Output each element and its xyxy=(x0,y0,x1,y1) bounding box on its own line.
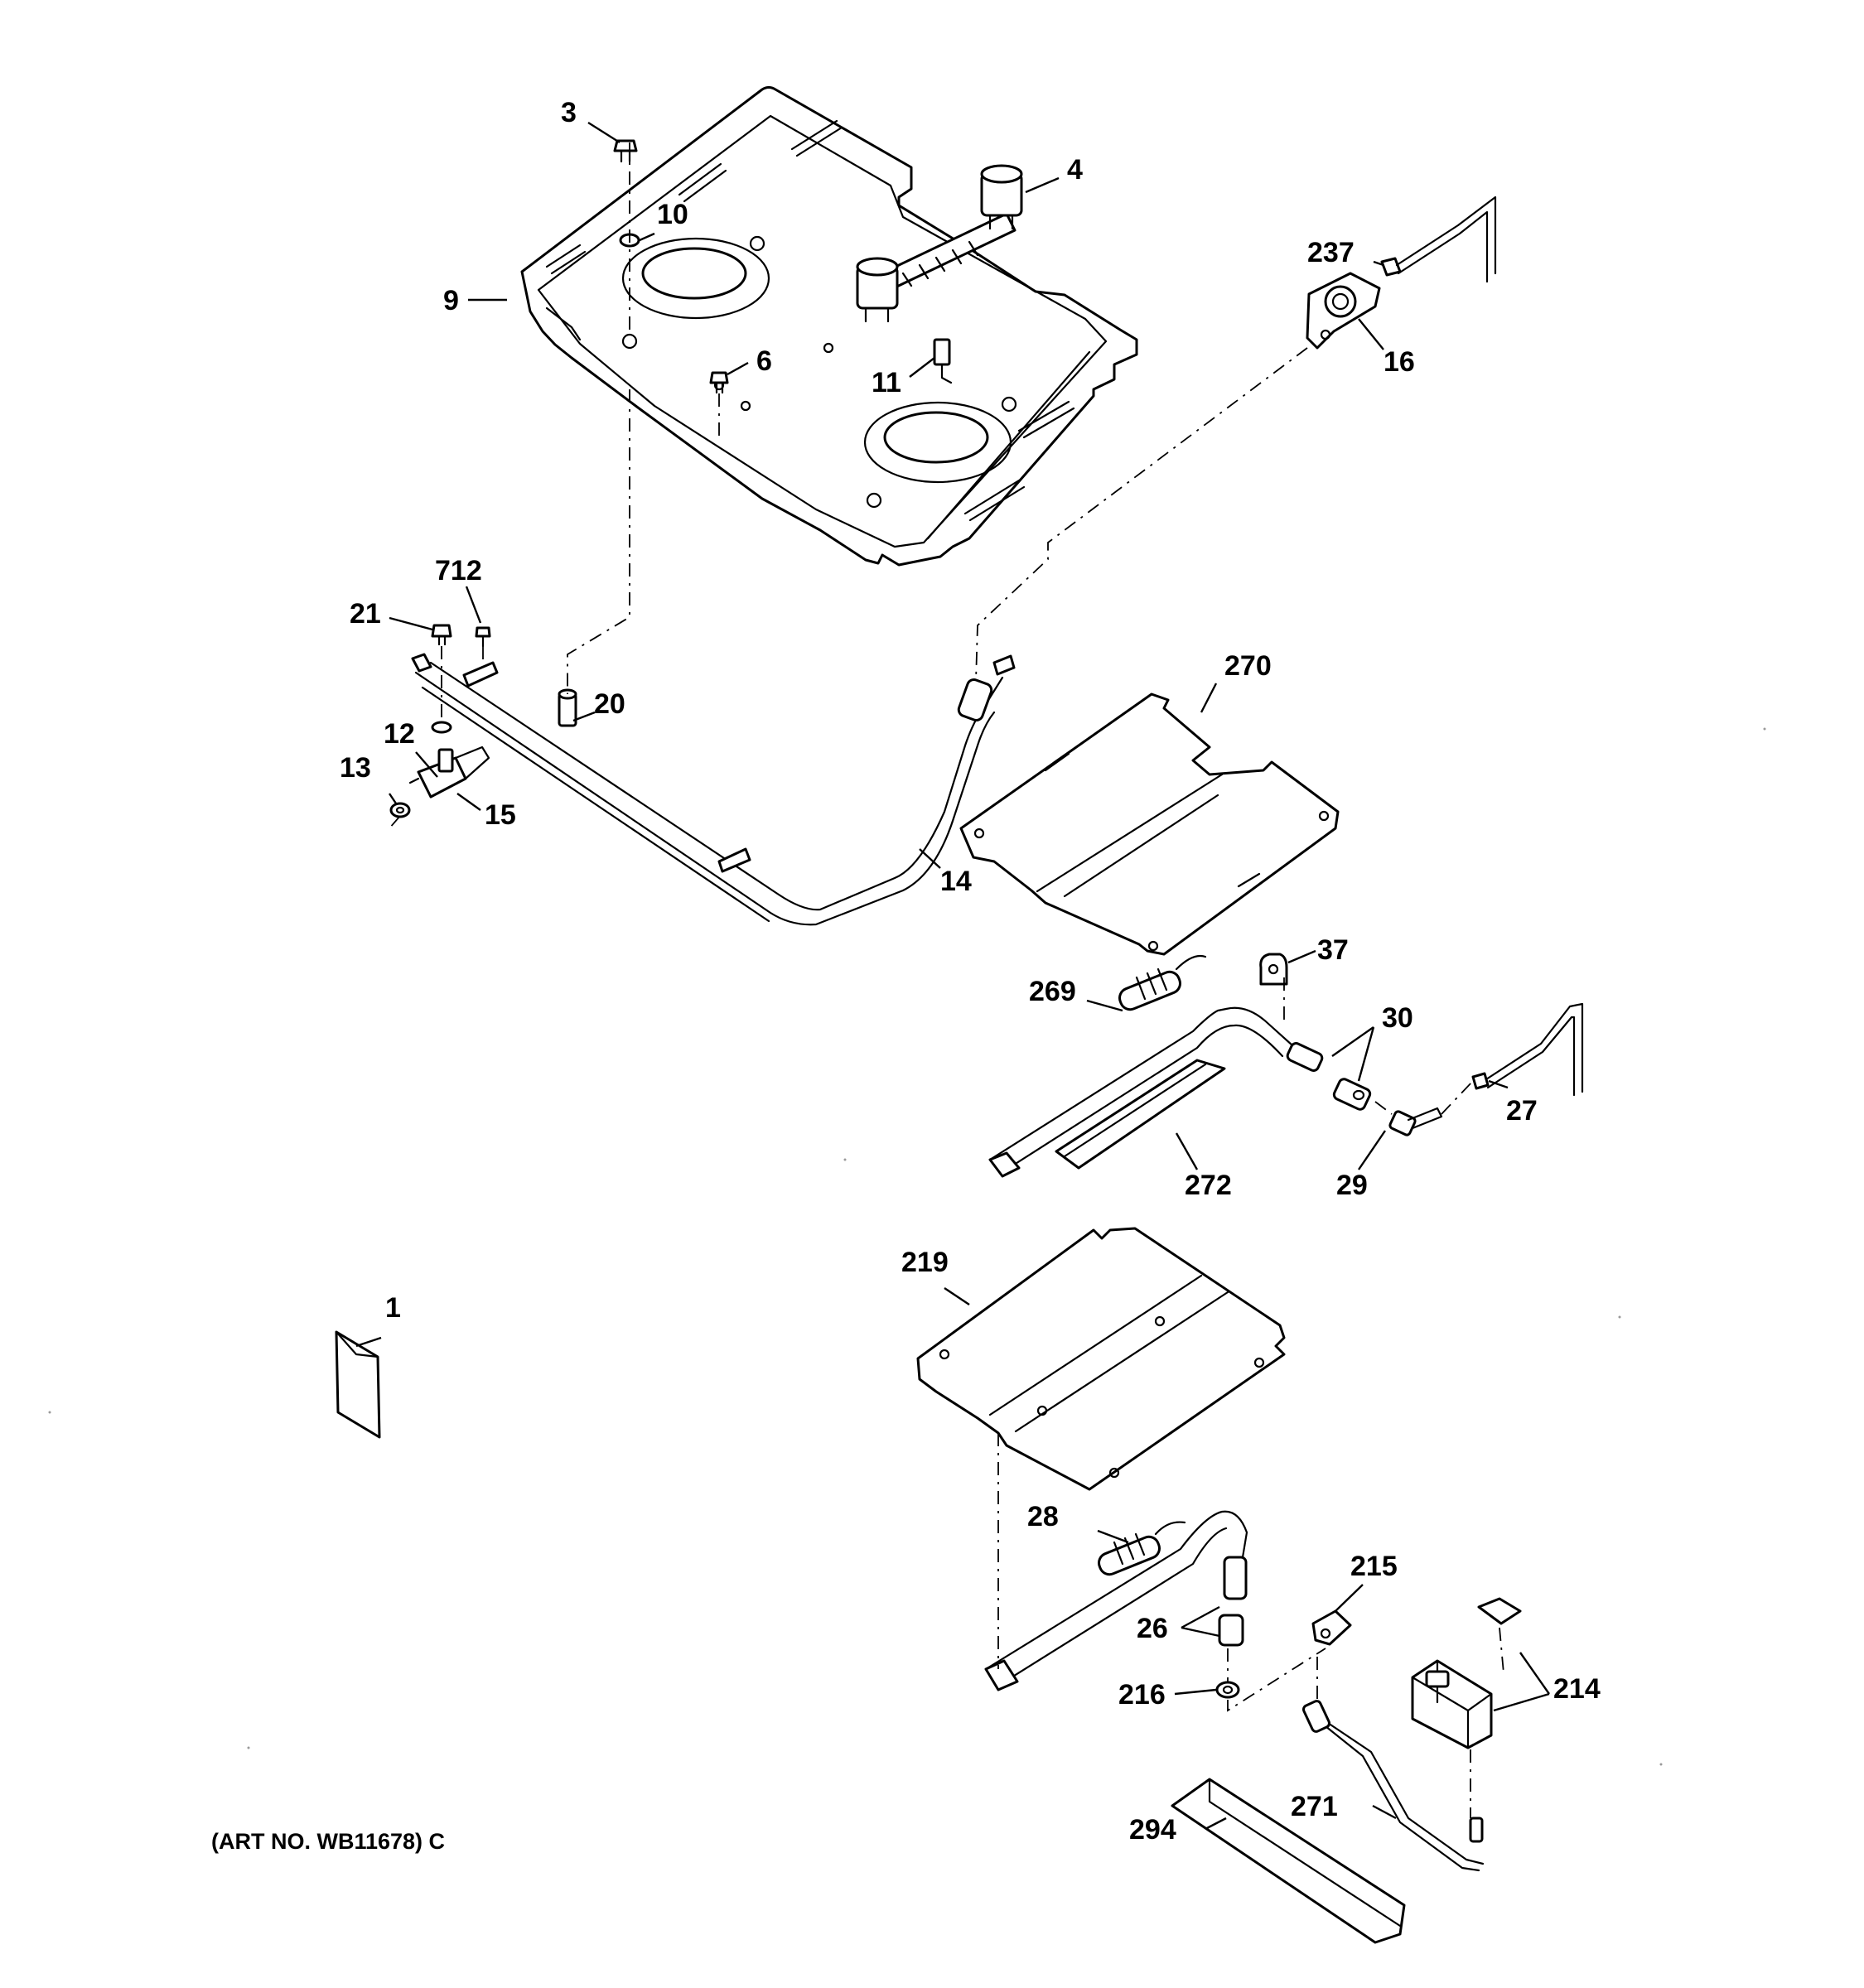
valve-part-15 xyxy=(408,746,490,799)
leader-lines xyxy=(355,121,1550,1831)
shield-part-219 xyxy=(916,1227,1286,1491)
callout-16: 16 xyxy=(1384,346,1415,378)
bracket-part-215 xyxy=(1311,1609,1352,1646)
air-shutter-part-30 xyxy=(1332,1078,1372,1111)
bake-burner xyxy=(988,1006,1324,1178)
manifold-clip xyxy=(462,661,499,688)
callout-6: 6 xyxy=(756,345,772,377)
callout-15: 15 xyxy=(485,799,516,831)
tube-part-271 xyxy=(1301,1700,1485,1872)
callout-37: 37 xyxy=(1317,934,1349,966)
callout-219: 219 xyxy=(901,1247,949,1278)
manifold-pipe-part-14 xyxy=(411,653,1016,926)
shield-part-270 xyxy=(959,692,1340,956)
bracket-part-37 xyxy=(1259,953,1288,986)
callout-30: 30 xyxy=(1382,1002,1413,1034)
igniter-part-269 xyxy=(1118,954,1207,1011)
callout-13: 13 xyxy=(340,752,371,784)
callout-26: 26 xyxy=(1137,1613,1168,1644)
burner-valves-part-4 xyxy=(856,164,1023,323)
callout-3: 3 xyxy=(561,97,577,128)
assembly-lines xyxy=(389,142,1504,1818)
callout-272: 272 xyxy=(1185,1170,1232,1201)
callout-14: 14 xyxy=(940,866,972,897)
spreader-part-272 xyxy=(1055,1059,1226,1170)
callout-29: 29 xyxy=(1336,1170,1368,1201)
art-number: (ART NO. WB11678) C xyxy=(211,1829,445,1854)
callout-269: 269 xyxy=(1029,976,1076,1007)
callout-294: 294 xyxy=(1129,1814,1176,1846)
callout-216: 216 xyxy=(1118,1679,1166,1711)
broil-burner xyxy=(984,1510,1248,1691)
callout-21: 21 xyxy=(350,598,381,630)
callout-20: 20 xyxy=(594,688,625,720)
callout-28: 28 xyxy=(1027,1501,1059,1532)
fitting-part-237 xyxy=(1380,195,1497,283)
orifice-part-29 xyxy=(1388,1107,1443,1136)
callout-4: 4 xyxy=(1067,154,1083,186)
callout-214: 214 xyxy=(1553,1673,1601,1705)
safety-valve-part-214 xyxy=(1411,1597,1522,1749)
bracket-part-294 xyxy=(1171,1778,1406,1944)
callout-27: 27 xyxy=(1506,1095,1538,1127)
orifice-bracket-part-16 xyxy=(1306,272,1381,350)
screw-part-21 xyxy=(431,624,452,646)
callout-270: 270 xyxy=(1224,650,1272,682)
washer-part-13 xyxy=(389,802,411,818)
literature-part-1 xyxy=(335,1330,381,1439)
callout-labels: 3 10 4 9 6 11 237 16 712 21 20 12 13 15 … xyxy=(211,97,1601,1854)
callout-237: 237 xyxy=(1307,237,1355,268)
burner-box-part-9 xyxy=(520,86,1138,567)
nut-part-216 xyxy=(1215,1681,1240,1699)
screw-part-712 xyxy=(475,626,491,648)
screw-part-3 xyxy=(613,139,638,163)
callout-215: 215 xyxy=(1350,1551,1398,1582)
callout-10: 10 xyxy=(657,199,688,230)
callout-11: 11 xyxy=(872,367,901,398)
scan-specks xyxy=(48,727,1766,1766)
screw-part-6 xyxy=(709,371,729,394)
shutter-part-26 xyxy=(1218,1614,1244,1647)
callout-1: 1 xyxy=(385,1292,401,1324)
callout-12: 12 xyxy=(384,718,415,750)
igniter-part-28 xyxy=(1098,1521,1186,1576)
callout-271: 271 xyxy=(1291,1791,1338,1822)
callout-9: 9 xyxy=(443,285,459,316)
tube-part-27 xyxy=(1471,1002,1584,1097)
callout-712: 712 xyxy=(435,555,482,586)
part-12 xyxy=(431,721,452,734)
manifold-clip-lower xyxy=(717,847,751,873)
spark-switch-part-11 xyxy=(933,338,953,384)
